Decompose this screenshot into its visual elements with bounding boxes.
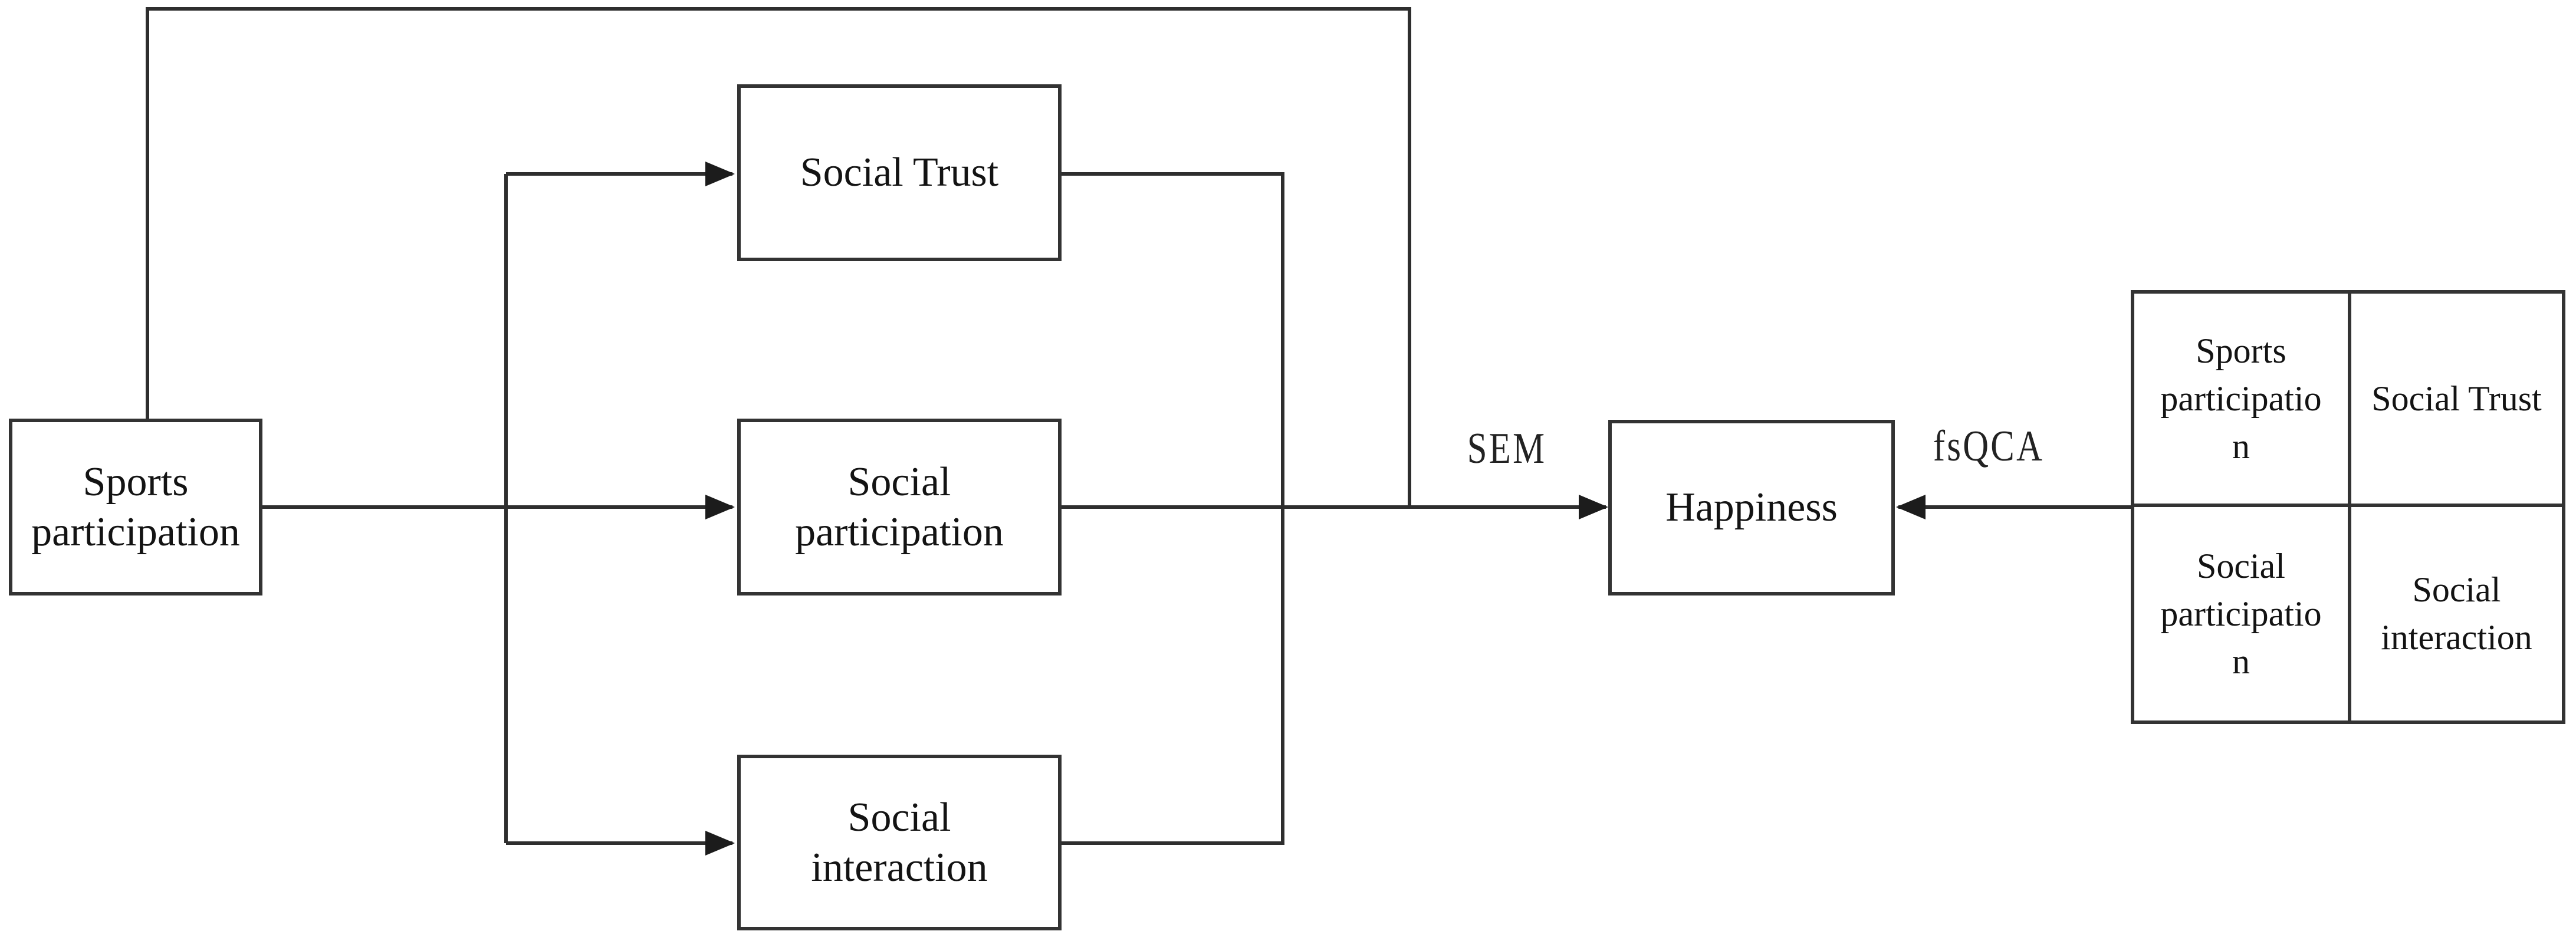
fsqca-cell-social-interaction: Social interaction [2381, 570, 2532, 657]
box-sports-participation: Sports participation [9, 419, 262, 595]
connector-direct-effect [146, 7, 1411, 505]
box-social-participation-label: Social participation [795, 459, 1004, 555]
box-social-trust: Social Trust [737, 84, 1062, 261]
box-happiness-label: Happiness [1665, 485, 1838, 531]
box-social-trust-label: Social Trust [800, 150, 999, 196]
fsqca-cell-social-trust: Social Trust [2351, 294, 2562, 507]
fsqca-cell-social-participation: Social participatio n [2134, 507, 2351, 720]
box-sports-participation-label: Sports participation [31, 459, 240, 555]
fsqca-arrow-label: fsQCA [1933, 422, 2045, 470]
box-social-interaction: Social interaction [737, 755, 1062, 930]
fsqca-conditions-table: Sports participatio n Social Trust Socia… [2131, 290, 2565, 724]
fsqca-cell-sports-participation: Sports participatio n [2134, 294, 2351, 507]
box-happiness: Happiness [1608, 420, 1895, 595]
box-social-interaction-label: Social interaction [811, 794, 988, 890]
sem-arrow-label: SEM [1467, 425, 1547, 473]
box-social-participation: Social participation [737, 419, 1062, 595]
